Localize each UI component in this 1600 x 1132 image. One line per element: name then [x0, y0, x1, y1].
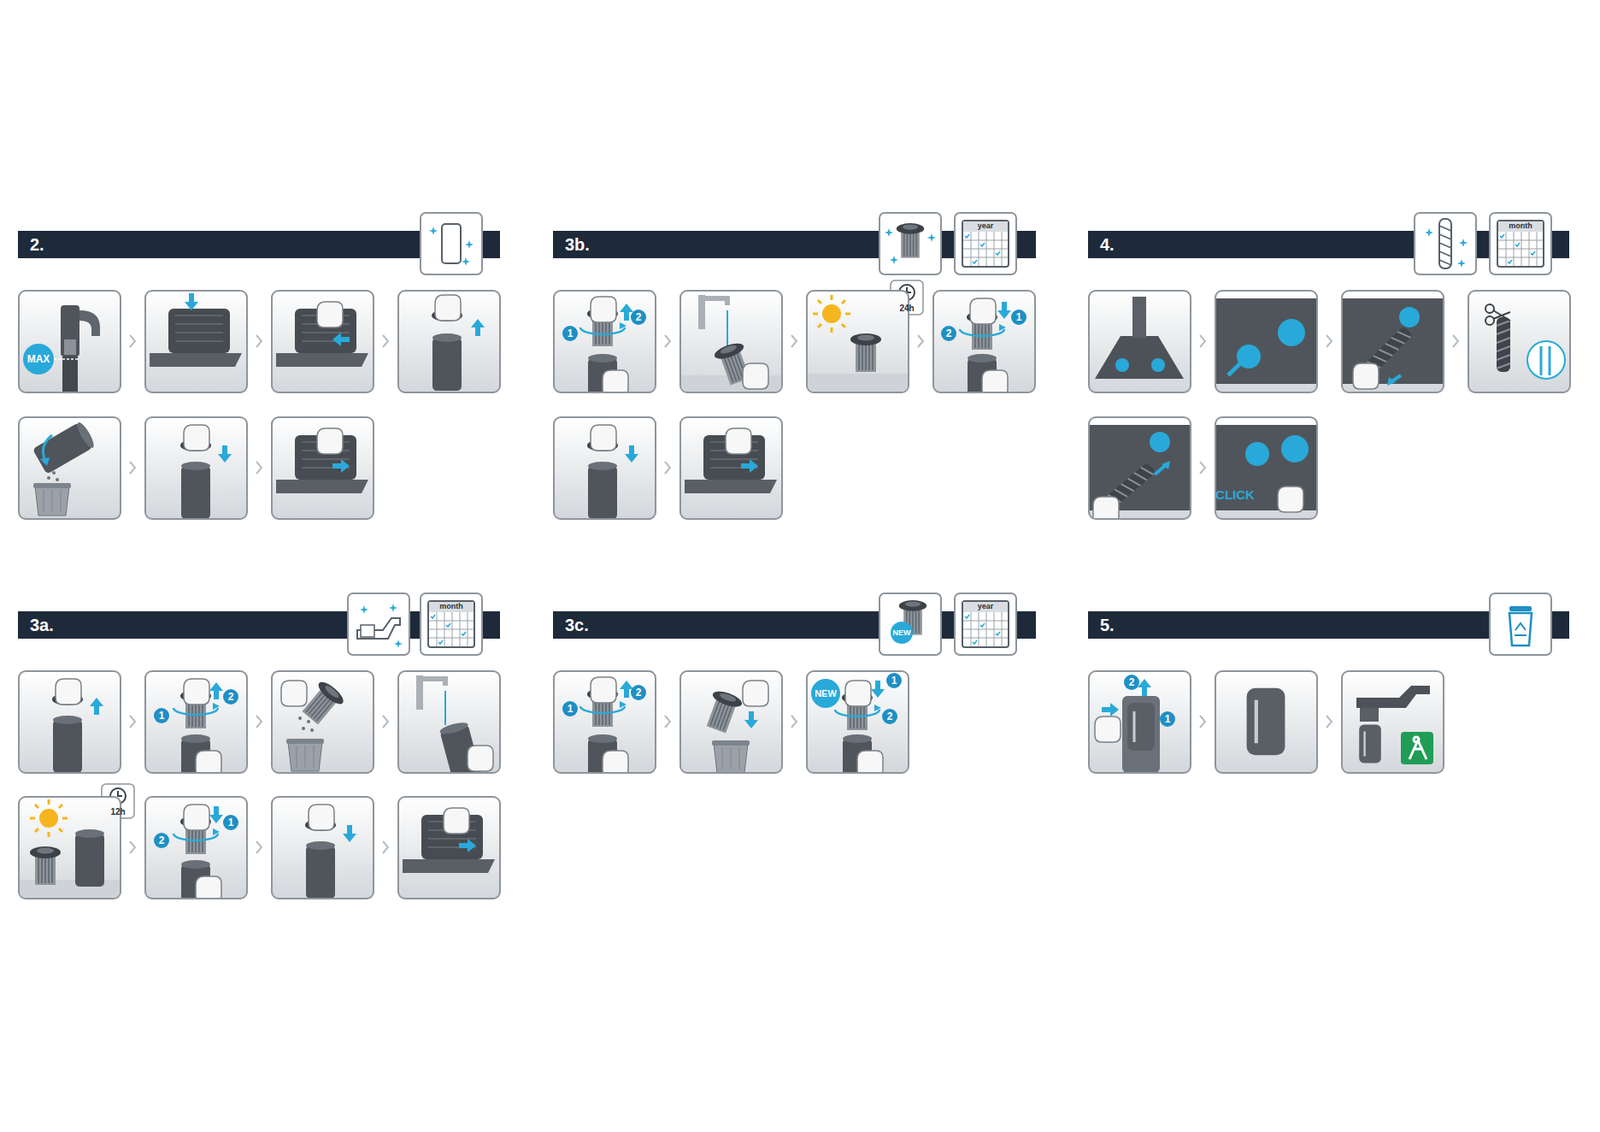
callout-badge: NEW — [890, 621, 913, 644]
callout-badge: MAX — [23, 343, 54, 375]
calendar-label: month — [1508, 221, 1533, 230]
section-band: 3c. — [552, 611, 879, 639]
step-number: 1 — [886, 672, 902, 689]
step-number: 2 — [1123, 674, 1140, 690]
step-number: 2 — [941, 325, 957, 342]
section-number: 3a. — [29, 615, 54, 635]
calendar-label: month — [439, 601, 464, 611]
timer-label: 12h — [110, 806, 125, 817]
section-band: 3a. — [17, 611, 348, 639]
step-number: 1 — [562, 325, 578, 342]
step-number: 1 — [562, 700, 578, 717]
timer-label: 24h — [899, 303, 914, 313]
step-number: 2 — [223, 688, 239, 705]
section-band: 4. — [1088, 230, 1414, 259]
section-number: 4. — [1100, 235, 1115, 254]
section-band: 3b. — [552, 230, 879, 259]
calendar-label: year — [977, 221, 995, 230]
step-number: 1 — [153, 707, 170, 724]
callout-badge: NEW — [811, 678, 841, 708]
step-number: 2 — [153, 832, 170, 848]
section-band: 5. — [1088, 611, 1489, 639]
step-number: 2 — [630, 309, 647, 325]
section-band: 2. — [17, 230, 420, 259]
section-number: 5. — [1100, 615, 1115, 635]
step-number: 1 — [1011, 309, 1027, 325]
section-number: 2. — [29, 235, 45, 254]
calendar-label: year — [977, 601, 995, 611]
click-label: CLICK — [1215, 487, 1255, 502]
section-number: 3b. — [564, 235, 590, 254]
step-number: 1 — [223, 814, 239, 830]
step-number: 1 — [1159, 711, 1176, 727]
step-number: 2 — [882, 708, 898, 724]
section-number: 3c. — [564, 615, 589, 635]
step-number: 2 — [630, 684, 647, 700]
